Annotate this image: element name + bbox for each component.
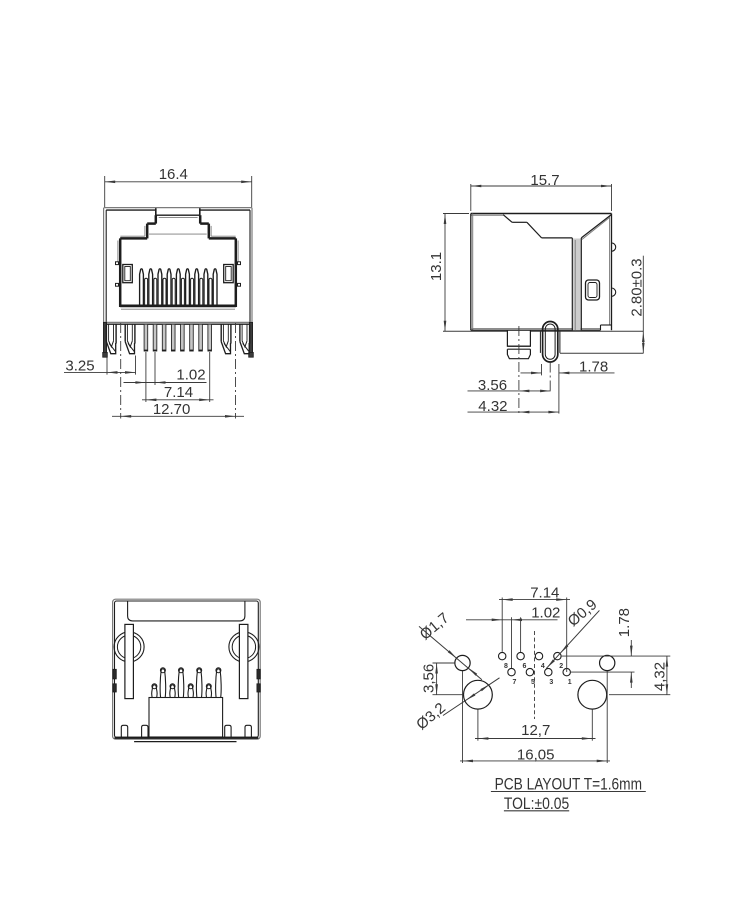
svg-text:1.02: 1.02: [176, 367, 205, 384]
svg-text:7.14: 7.14: [164, 384, 193, 401]
svg-text:3.25: 3.25: [65, 358, 94, 375]
svg-text:16,05: 16,05: [517, 746, 555, 763]
svg-text:16.4: 16.4: [159, 166, 188, 183]
svg-text:Ø3,2: Ø3,2: [413, 699, 449, 733]
svg-text:4.32: 4.32: [478, 398, 507, 415]
svg-text:3,56: 3,56: [421, 664, 438, 693]
svg-text:7: 7: [513, 679, 517, 686]
svg-text:PCB LAYOUT T=1.6mm: PCB LAYOUT T=1.6mm: [495, 775, 642, 794]
svg-text:Ø1,7: Ø1,7: [417, 610, 453, 644]
svg-text:13.1: 13.1: [428, 252, 445, 281]
svg-text:2.80±0.3: 2.80±0.3: [629, 258, 646, 316]
svg-text:3: 3: [549, 679, 553, 686]
svg-text:6: 6: [522, 663, 526, 670]
svg-text:3.56: 3.56: [478, 377, 507, 394]
svg-text:12.70: 12.70: [153, 401, 191, 418]
svg-text:5: 5: [531, 679, 535, 686]
svg-text:7.14: 7.14: [530, 584, 559, 601]
svg-text:4,32: 4,32: [651, 662, 668, 691]
svg-text:1.02: 1.02: [531, 605, 560, 622]
svg-text:8: 8: [504, 663, 508, 670]
svg-text:TOL:±0.05: TOL:±0.05: [504, 795, 569, 813]
svg-text:15.7: 15.7: [530, 172, 559, 189]
svg-text:1.78: 1.78: [579, 359, 608, 376]
svg-text:1: 1: [568, 679, 572, 686]
svg-text:1.78: 1.78: [616, 608, 633, 637]
svg-text:12,7: 12,7: [521, 722, 550, 739]
svg-text:4: 4: [541, 663, 545, 670]
svg-text:2: 2: [559, 663, 563, 670]
svg-text:Ø0,9: Ø0,9: [565, 596, 601, 630]
